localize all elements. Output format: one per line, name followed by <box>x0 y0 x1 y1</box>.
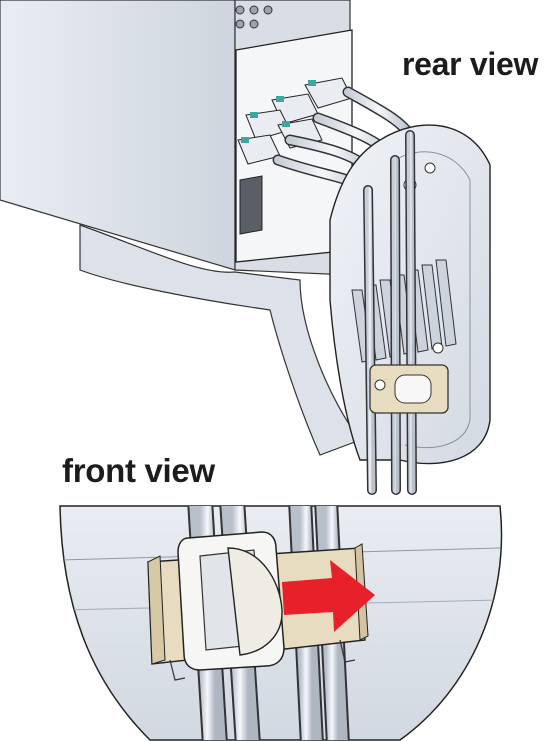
cable-panel <box>329 124 491 495</box>
clamp-latch[interactable] <box>177 531 285 671</box>
front-view-label: front view <box>62 452 215 489</box>
mount-base <box>79 224 361 456</box>
panel-clamp <box>369 342 449 414</box>
rear-view-label: rear view <box>402 46 539 82</box>
slide-direction-arrow-icon <box>282 560 375 632</box>
